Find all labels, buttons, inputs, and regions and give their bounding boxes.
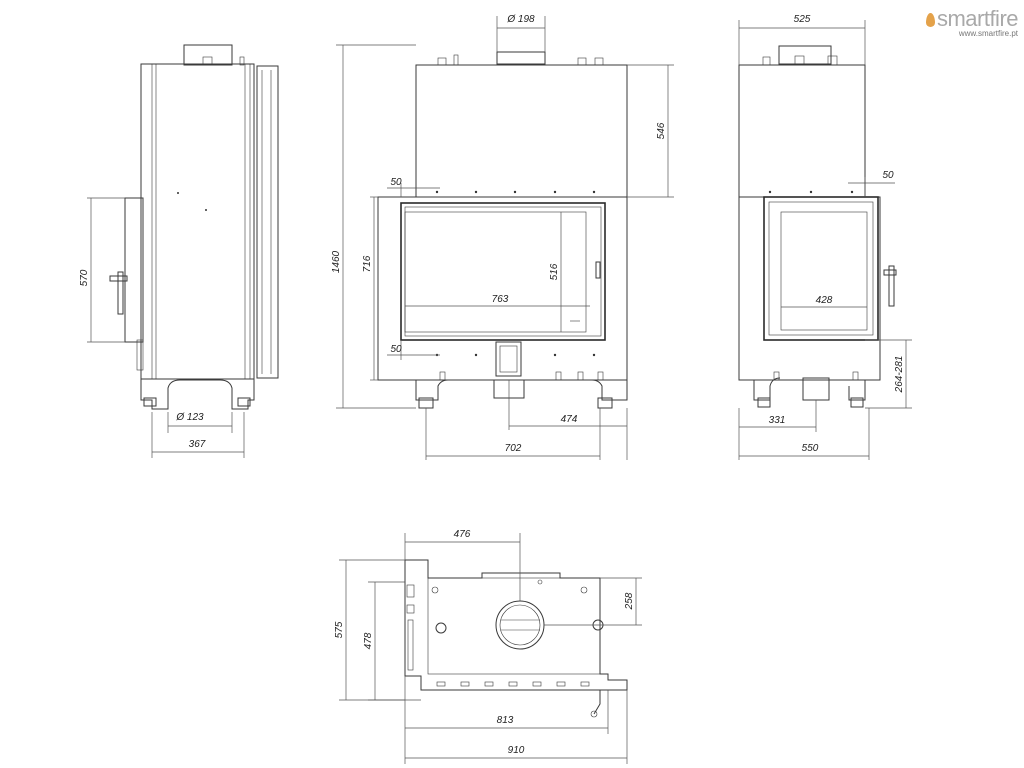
dim-top-575: 575 <box>334 621 345 638</box>
brand-logo: smartfire www.smartfire.pt <box>900 6 1019 38</box>
dim-right-50: 50 <box>882 170 894 181</box>
dim-front-516: 516 <box>549 263 560 280</box>
dim-right-550: 550 <box>802 443 819 454</box>
side-view-right: 525 50 428 264-281 331 550 <box>738 14 912 460</box>
brand-wordmark: smartfire <box>900 6 1019 32</box>
dim-front-763: 763 <box>492 294 509 305</box>
dim-front-diameter-198: Ø 198 <box>506 14 535 25</box>
dim-front-474: 474 <box>561 414 578 425</box>
dim-side-367: 367 <box>189 439 206 450</box>
dim-side-570: 570 <box>79 269 90 286</box>
dim-top-910: 910 <box>508 745 525 756</box>
dim-front-546: 546 <box>656 122 667 139</box>
brand-name: smartfire <box>936 6 1019 31</box>
dim-right-525: 525 <box>794 14 811 25</box>
dim-front-50-top: 50 <box>390 177 402 188</box>
dim-side-diameter-123: Ø 123 <box>175 412 204 423</box>
flame-icon <box>925 13 935 27</box>
dim-right-264-281: 264-281 <box>894 356 905 394</box>
dim-front-702: 702 <box>505 443 522 454</box>
dim-top-258: 258 <box>624 592 635 610</box>
side-view-left: 570 Ø 123 367 <box>79 44 279 458</box>
front-view: Ø 198 546 1460 716 50 516 763 50 474 <box>331 14 674 460</box>
dim-front-716: 716 <box>362 255 373 272</box>
dim-front-1460: 1460 <box>331 250 342 273</box>
top-view: 476 258 575 478 813 910 <box>334 529 642 764</box>
dim-front-50-bottom: 50 <box>390 344 402 355</box>
dim-top-476: 476 <box>454 529 471 540</box>
dim-top-478: 478 <box>363 632 374 649</box>
dim-right-428: 428 <box>816 295 833 306</box>
dim-top-813: 813 <box>497 715 514 726</box>
brand-url: www.smartfire.pt <box>958 29 1018 38</box>
dim-right-331: 331 <box>769 415 786 426</box>
